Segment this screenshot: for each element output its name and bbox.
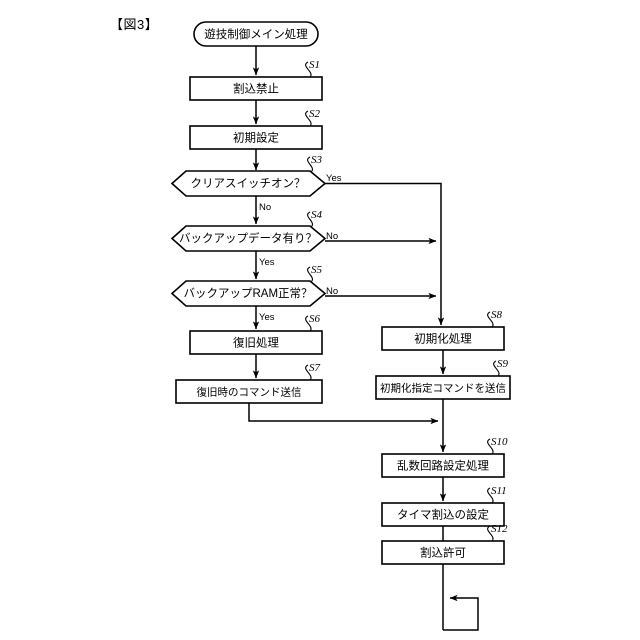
step-label-s6: S6 [309,313,321,325]
node-s10-label: 乱数回路設定処理 [397,459,489,473]
node-s7-label: 復旧時のコマンド送信 [197,385,302,398]
step-label-s7: S7 [309,362,321,374]
branch-label-s5-yes: Yes [259,312,275,323]
node-s3-label: クリアスイッチオン？ [191,177,306,190]
leader-s11 [487,487,494,504]
step-label-s9: S9 [497,358,509,370]
branch-label-s4-yes: Yes [259,257,275,268]
step-label-s1: S1 [309,59,320,71]
leader-s9 [493,360,500,377]
connector-s7-to-merge [248,403,439,425]
step-label-s5: S5 [311,264,323,276]
leader-s12 [487,525,494,542]
node-s6-label: 復旧処理 [233,336,279,350]
leader-s3 [307,156,313,173]
leader-s5 [307,266,313,283]
leader-s6 [305,315,312,332]
branch-label-s3-no: No [259,202,271,213]
node-s5-shape [170,280,327,307]
node-s12-label: 割込許可 [420,546,466,560]
node-s1-label: 割込禁止 [233,82,279,96]
node-start-label: 遊技制御メイン処理 [204,27,308,41]
leader-s2 [305,110,312,127]
leader-s4 [307,211,313,228]
node-s4-shape [170,225,327,252]
step-label-s10: S10 [491,436,508,448]
branch-label-s3-yes: Yes [326,173,342,184]
leader-s10 [487,438,494,455]
connector-s3-yes-to-trunk [325,182,445,326]
step-label-s4: S4 [311,209,323,221]
figure-number-label: 【図3】 [110,17,158,32]
node-s8-label: 初期化処理 [414,332,472,346]
leader-s8 [487,311,494,328]
step-label-s8: S8 [491,309,503,321]
connector-loop-back [443,594,479,631]
branch-label-s4-no: No [326,231,338,242]
step-label-s11: S11 [491,485,507,497]
leader-s1 [305,61,312,78]
step-label-s2: S2 [309,108,321,120]
node-s9-label: 初期化指定コマンドを送信 [380,381,506,394]
node-s2-label: 初期設定 [233,131,279,145]
branch-label-s5-no: No [326,286,338,297]
node-s5-label: バックアップRAM正常？ [183,287,312,300]
step-label-s12: S12 [491,523,508,535]
leader-s7 [305,364,312,381]
step-label-s3: S3 [311,154,323,166]
node-s11-label: タイマ割込の設定 [397,508,489,522]
node-s4-label: バックアップデータ有り？ [179,231,317,245]
